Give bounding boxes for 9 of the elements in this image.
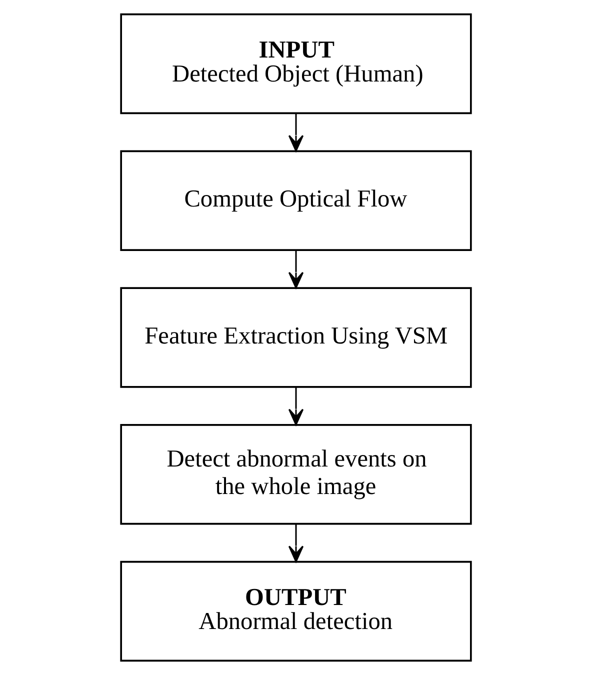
arrow	[288, 387, 304, 426]
arrow	[288, 114, 304, 152]
node-box: Compute Optical Flow	[120, 150, 472, 251]
node-box: Feature Extraction Using VSM	[120, 287, 472, 388]
arrow	[288, 524, 304, 562]
node-box: OUTPUT Abnormal detection	[120, 560, 472, 662]
arrow	[288, 250, 304, 288]
node-box: INPUT Detected Object (Human)	[120, 13, 472, 114]
node-box: Detect abnormal events on the whole image	[120, 424, 472, 525]
